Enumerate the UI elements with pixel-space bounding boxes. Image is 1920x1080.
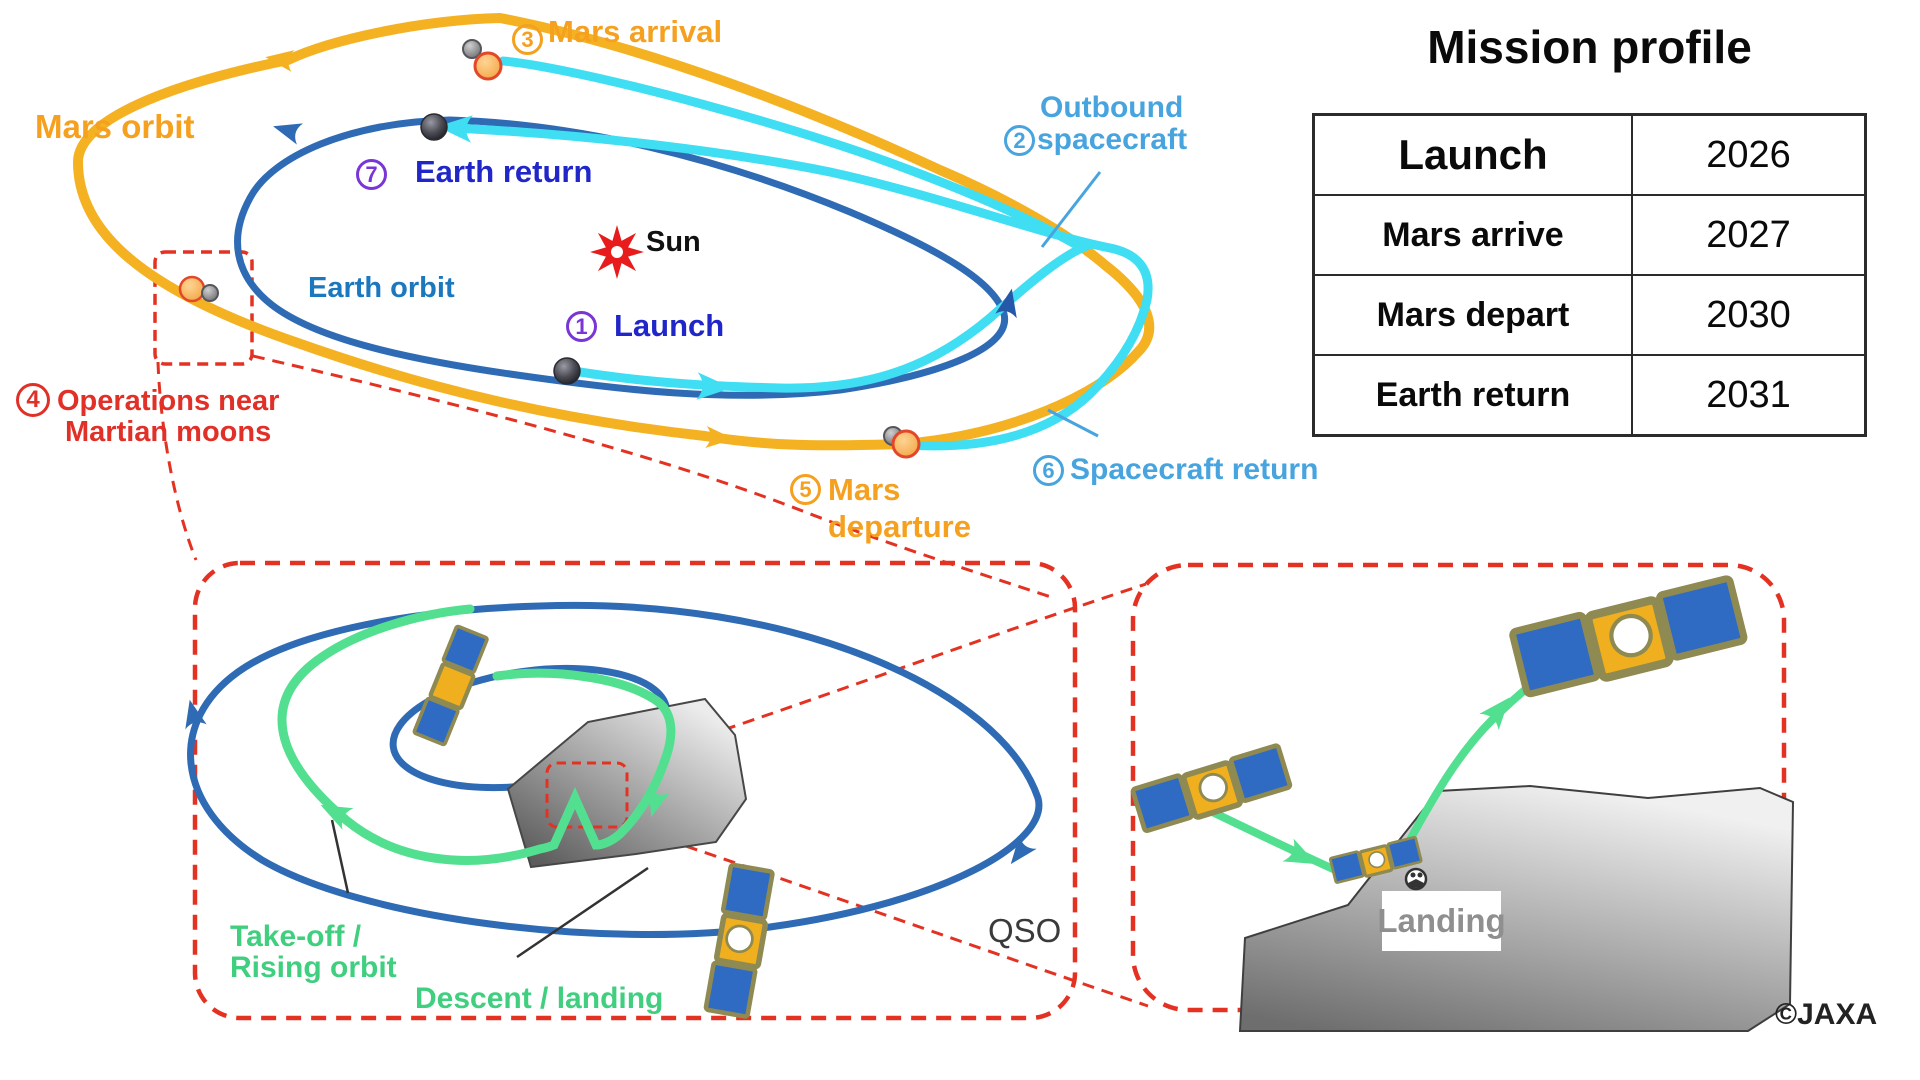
descent-callout-line [516,866,649,959]
operations-label-line1: Operations near [57,385,280,417]
mars-phobos-in-zoom-box [178,275,219,303]
earth-orbit-path [234,116,1009,399]
table-row-label: Earth return [1315,356,1633,434]
rover-icon [1404,867,1428,891]
mars-orbit-path [72,12,1155,451]
step-5-badge: 5 [790,474,821,505]
return-callout-line [1047,408,1099,438]
mars-departure-label-line2: departure [828,509,971,544]
mars-departure-label-line1: Mars [828,472,901,507]
earth-at-return [420,113,448,141]
step-4-badge: 4 [16,383,50,417]
step-7-badge: 7 [356,159,387,190]
moons-zoom-source-box [153,250,254,366]
table-row-label: Launch [1315,116,1633,194]
table-row-label: Mars depart [1315,276,1633,354]
earth-orbit-label: Earth orbit [308,272,455,304]
operations-label-line2: Martian moons [65,416,272,448]
step-6-badge: 6 [1033,455,1064,486]
takeoff-label-line2: Rising orbit [230,951,397,984]
descent-landing-label: Descent / landing [415,982,664,1015]
phobos-asteroid [506,697,748,869]
return-trajectory-path [450,123,1153,451]
mission-profile-title: Mission profile [1427,21,1752,73]
takeoff-descent-path [277,604,676,865]
inset-connectors [156,354,1149,1008]
table-row-year: 2027 [1706,213,1791,256]
launch-label: Launch [614,308,725,343]
table-row: Mars arrive 2027 [1315,196,1864,276]
landing-label: Landing [1377,891,1506,951]
takeoff-callout-line [330,819,350,894]
sun-icon [590,225,644,279]
spacecraft-return-label: Spacecraft return [1070,453,1319,486]
table-row-label: Mars arrive [1315,196,1633,274]
sun-label: Sun [646,226,701,258]
table-row: Mars depart 2030 [1315,276,1864,356]
ascending-spacecraft [1512,578,1746,697]
table-row: Launch 2026 [1315,116,1864,196]
outbound-callout-line [1040,171,1102,248]
table-row-year: 2026 [1706,133,1791,176]
qso-label: QSO [988,912,1062,949]
table-row-year: 2030 [1706,293,1791,336]
step-2-badge: 2 [1004,125,1035,156]
earth-at-launch [553,357,581,385]
mars-orbit-label: Mars orbit [35,108,195,145]
mars-arrival-label: Mars arrival [548,14,723,49]
descending-spacecraft [1132,745,1291,833]
mars-phobos-departure [883,426,921,459]
step-1-badge: 1 [566,311,597,342]
mission-profile-table: Launch 2026 Mars arrive 2027 Mars depart… [1312,113,1867,437]
table-row: Earth return 2031 [1315,356,1864,434]
outbound-label-line1: Outbound [1040,91,1184,124]
outbound-trajectory-path [498,56,1092,393]
mars-phobos-arrival [462,39,503,81]
outbound-label-line2: spacecraft [1037,123,1188,156]
step-3-badge: 3 [512,24,543,55]
landing-label-text: Landing [1377,902,1506,939]
earth-return-label: Earth return [415,154,593,189]
mmx-orbiter-spacecraft [414,626,489,746]
phobos-surface-terrain [1238,784,1795,1032]
takeoff-label-line1: Take-off / [230,920,362,953]
mmx-qso-spacecraft [706,865,775,1018]
jaxa-credit: ©JAXA [1775,998,1878,1031]
table-row-year: 2031 [1706,373,1791,416]
